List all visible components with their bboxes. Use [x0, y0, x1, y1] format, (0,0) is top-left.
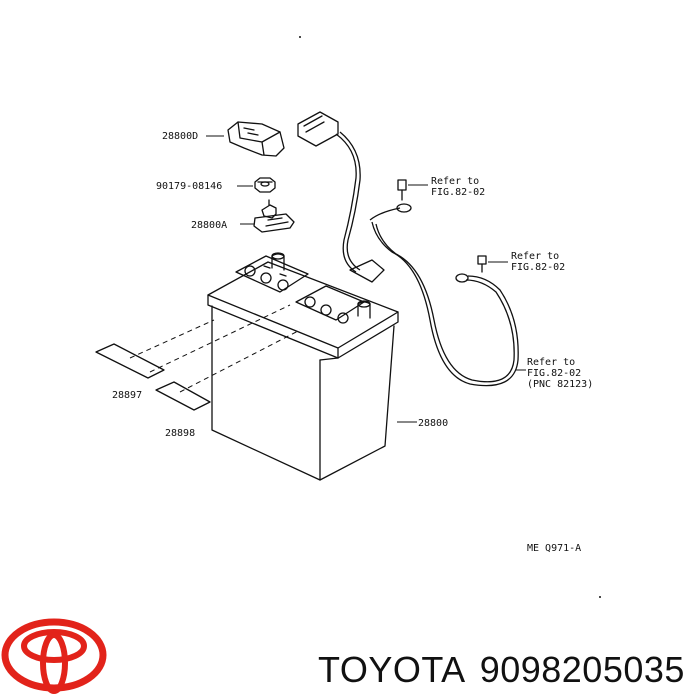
speck [299, 36, 301, 38]
ref2-line2: FIG.82-02 [511, 262, 565, 273]
label-28800: 28800 [418, 418, 448, 429]
figure-code: ME Q971-A [527, 543, 581, 554]
label-28800D: 28800D [162, 131, 198, 142]
label-90179: 90179-08146 [156, 181, 222, 192]
dashed-leader-28897 [129, 319, 215, 359]
nut-90179 [254, 177, 276, 193]
ref1-line2: FIG.82-02 [431, 187, 485, 198]
ref1-line1: Refer to [431, 176, 479, 187]
ref2-line1: Refer to [511, 251, 559, 262]
ref3-line1: Refer to [527, 357, 575, 368]
label-sticker-28898 [155, 381, 211, 411]
product-caption: TOYOTA 9098205035 [318, 642, 698, 698]
battery-28800 [207, 252, 399, 481]
brand-name: TOYOTA [318, 649, 466, 690]
part-number: 9098205035 [479, 649, 685, 690]
dashed-leader-28898 [179, 329, 301, 393]
bolt-ref-1 [397, 179, 407, 201]
terminal-cover-28800D [227, 121, 285, 157]
label-28800A: 28800A [191, 220, 227, 231]
clamp-28800A [253, 199, 295, 233]
label-28898: 28898 [165, 428, 195, 439]
cable-harness [297, 111, 519, 387]
toyota-logo-icon [1, 618, 107, 694]
ref3-line2: FIG.82-02 [527, 368, 581, 379]
dashed-leader-28897b [149, 304, 291, 373]
label-28897: 28897 [112, 390, 142, 401]
bolt-ref-2 [477, 255, 487, 273]
speck [599, 596, 601, 598]
label-sticker-28897 [95, 343, 165, 379]
ref3-line3: (PNC 82123) [527, 379, 593, 390]
